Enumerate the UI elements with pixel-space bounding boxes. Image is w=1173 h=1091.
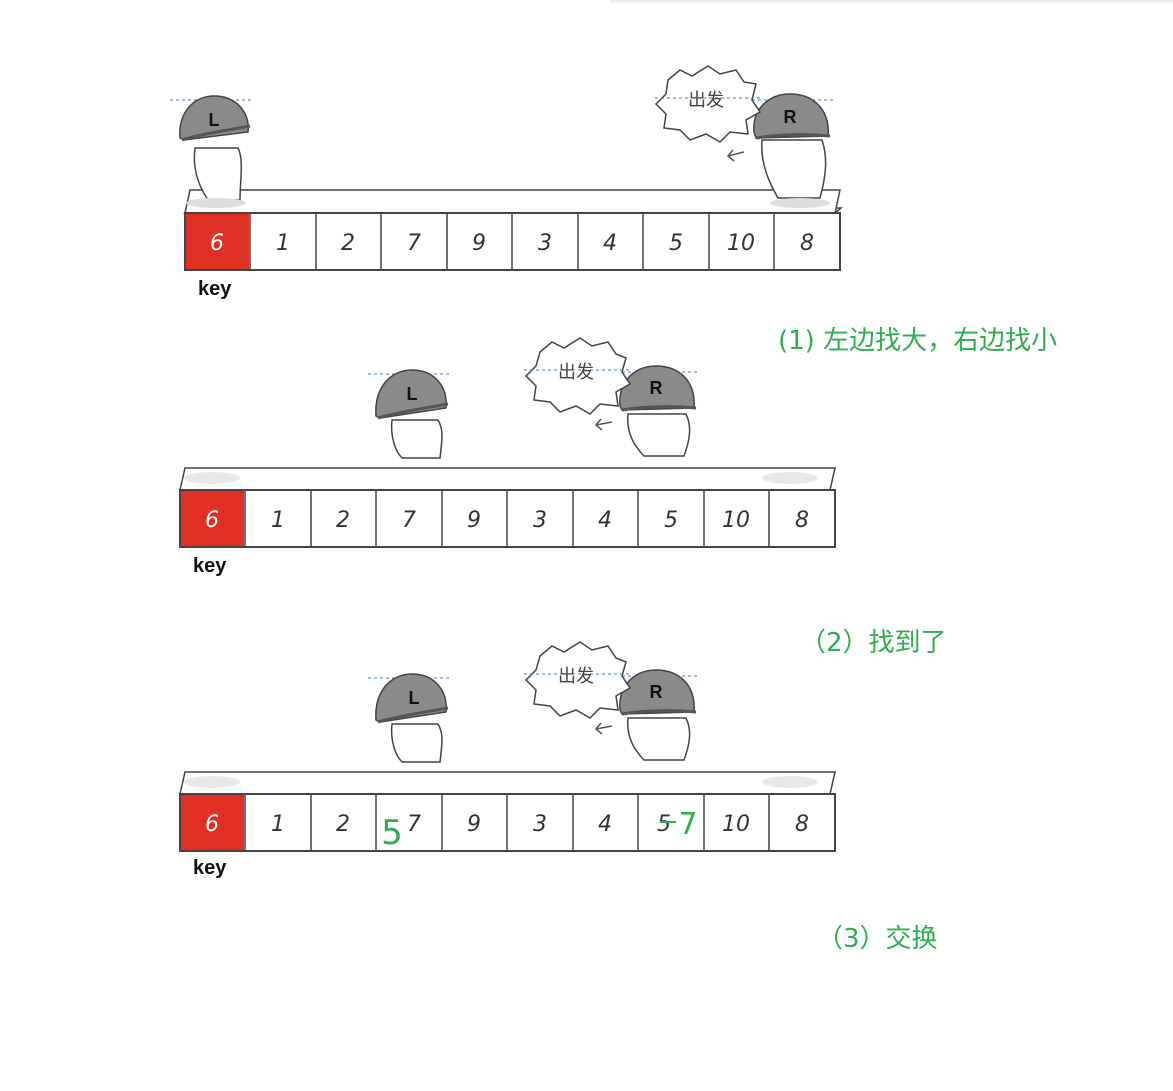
- cell-value: 2: [336, 508, 350, 533]
- pointer-label: R: [784, 107, 797, 127]
- key-label: key: [193, 857, 227, 879]
- step-2-diagram: 6 1 2 7 9 3 4 5 10 8 L R: [0, 330, 1173, 630]
- key-label: key: [193, 555, 227, 577]
- cell-value: 7: [402, 508, 416, 533]
- cell-value: 1: [276, 231, 290, 256]
- bubble-text: 出发: [558, 362, 594, 383]
- step-1-caption: (1) 左边找大，右边找小: [778, 326, 1058, 356]
- cell-value: 6: [205, 508, 219, 533]
- step-3-diagram: 6 1 2 7 9 3 4 5 10 8 5 7 L: [0, 634, 1173, 934]
- pointer-label: L: [407, 384, 418, 404]
- cell-value: 4: [598, 812, 612, 837]
- step-2-svg: 6 1 2 7 9 3 4 5 10 8 L R: [179, 337, 836, 548]
- cell-value: 5: [664, 508, 678, 533]
- key-cell-fill: [181, 795, 244, 850]
- step-3-caption: （3）交换: [817, 924, 938, 954]
- pointer-label: L: [409, 688, 420, 708]
- array-values: 6 1 2 7 9 3 4 5 10 8: [205, 812, 809, 837]
- cell-value: 2: [336, 812, 350, 837]
- empty-spot: [762, 472, 818, 484]
- step-2-caption: （2）找到了: [800, 628, 947, 658]
- cell-value: 7: [407, 812, 421, 837]
- left-pointer-character: L: [368, 673, 450, 763]
- speech-bubble: 出发: [654, 65, 762, 143]
- bubble-text: 出发: [558, 666, 594, 687]
- pointer-label: R: [650, 682, 663, 702]
- cell-value: 7: [407, 231, 421, 256]
- array-values: 6 1 2 7 9 3 4 5 10 8: [210, 231, 814, 256]
- cell-value: 1: [271, 508, 285, 533]
- array-cells: [184, 212, 841, 271]
- right-pointer-character: R: [726, 93, 835, 208]
- cell-value: 10: [722, 812, 750, 837]
- array-cells: [179, 489, 836, 548]
- cell-value: 2: [341, 231, 355, 256]
- cell-value: 9: [472, 231, 486, 256]
- cell-value: 8: [795, 508, 809, 533]
- swap-mark-left: 5: [381, 813, 403, 853]
- left-pointer-character: L: [170, 95, 252, 208]
- array-values: 6 1 2 7 9 3 4 5 10 8: [205, 508, 809, 533]
- swap-mark-right: 7: [678, 807, 697, 842]
- array-top-face: [179, 467, 836, 491]
- speech-bubble: 出发: [524, 337, 632, 415]
- cell-value: 6: [205, 812, 219, 837]
- cell-value: 3: [533, 812, 547, 837]
- cell-value: 9: [467, 812, 481, 837]
- key-cell-fill: [181, 491, 244, 546]
- array-top-face: [184, 189, 841, 214]
- pointer-label: R: [650, 378, 663, 398]
- bubble-text: 出发: [688, 90, 724, 111]
- empty-spot: [184, 472, 240, 484]
- step-1-diagram: 6 1 2 7 9 3 4 5 10 8 L R: [0, 60, 1173, 360]
- step-3-svg: 6 1 2 7 9 3 4 5 10 8 5 7 L: [179, 641, 836, 853]
- empty-spot: [184, 776, 240, 788]
- cell-value: 1: [271, 812, 285, 837]
- speech-bubble: 出发: [524, 641, 632, 719]
- top-border: [610, 0, 1173, 4]
- cell-value: 10: [727, 231, 755, 256]
- cell-value: 8: [800, 231, 814, 256]
- array-top-face: [179, 771, 836, 795]
- key-label: key: [198, 278, 232, 300]
- cell-value: 8: [795, 812, 809, 837]
- empty-spot: [762, 776, 818, 788]
- pointer-label: L: [209, 110, 220, 130]
- right-pointer-character: R: [594, 669, 700, 761]
- step-1-svg: 6 1 2 7 9 3 4 5 10 8 L R: [170, 65, 844, 271]
- left-pointer-character: L: [368, 369, 450, 459]
- cell-value: 9: [467, 508, 481, 533]
- array-cells: [179, 793, 836, 852]
- key-cell-fill: [186, 214, 249, 269]
- cell-value: 3: [533, 508, 547, 533]
- cell-value: 5: [657, 812, 671, 837]
- cell-value: 3: [538, 231, 552, 256]
- right-pointer-character: R: [594, 365, 700, 457]
- cell-value: 5: [669, 231, 683, 256]
- cell-value: 4: [603, 231, 617, 256]
- cell-value: 6: [210, 231, 224, 256]
- cell-value: 4: [598, 508, 612, 533]
- swap-annotations: 5 7: [381, 807, 697, 853]
- cell-value: 10: [722, 508, 750, 533]
